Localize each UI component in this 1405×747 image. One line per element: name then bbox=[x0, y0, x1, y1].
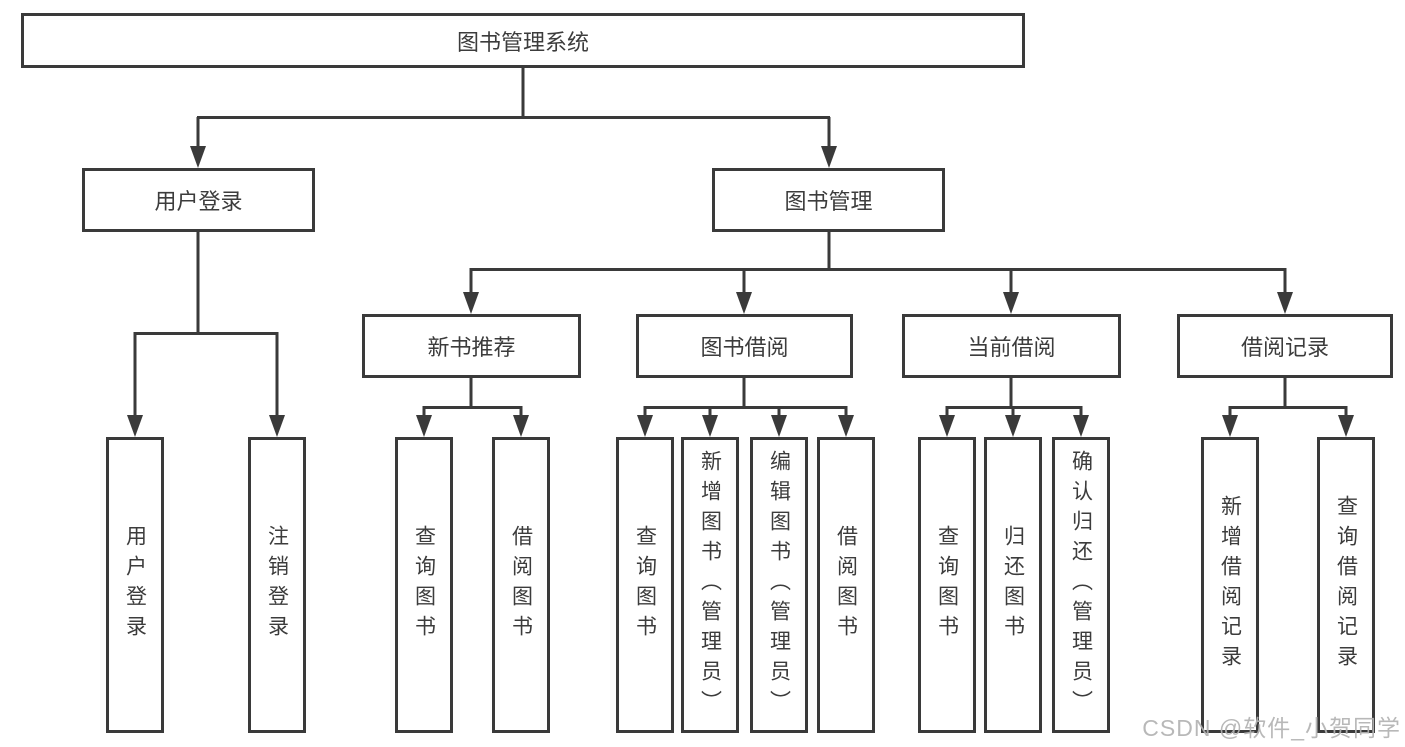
leaf-label: 查询图书 bbox=[412, 525, 436, 645]
node-label: 借阅记录 bbox=[1240, 335, 1329, 360]
node-current-borrowing: 当前借阅 bbox=[902, 314, 1121, 378]
node-label: 图书管理 bbox=[784, 189, 873, 214]
leaf-borrow-book-recommend: 借阅图书 bbox=[492, 437, 550, 733]
leaf-add-book-admin: 新增图书（管理员） bbox=[681, 437, 739, 733]
leaf-query-borrow-record: 查询借阅记录 bbox=[1317, 437, 1375, 733]
leaf-label: 编辑图书（管理员） bbox=[767, 450, 791, 720]
node-library-management-system: 图书管理系统 bbox=[21, 13, 1025, 68]
leaf-query-book-borrowing: 查询图书 bbox=[616, 437, 674, 733]
leaf-label: 查询借阅记录 bbox=[1334, 495, 1358, 675]
leaf-label: 确认归还（管理员） bbox=[1069, 450, 1093, 720]
leaf-label: 归还图书 bbox=[1001, 525, 1025, 645]
node-new-book-recommendation: 新书推荐 bbox=[362, 314, 581, 378]
leaf-query-book-current: 查询图书 bbox=[918, 437, 976, 733]
node-book-borrowing: 图书借阅 bbox=[636, 314, 853, 378]
node-label: 当前借阅 bbox=[967, 335, 1056, 360]
node-user-login: 用户登录 bbox=[82, 168, 315, 232]
node-label: 图书借阅 bbox=[700, 335, 789, 360]
leaf-query-book-recommend: 查询图书 bbox=[395, 437, 453, 733]
csdn-watermark: CSDN @软件_小贺同学 bbox=[1142, 715, 1401, 741]
leaf-borrow-book: 借阅图书 bbox=[817, 437, 875, 733]
leaf-label: 用户登录 bbox=[123, 525, 147, 645]
node-label: 新书推荐 bbox=[427, 335, 516, 360]
leaf-label: 查询图书 bbox=[633, 525, 657, 645]
leaf-label: 查询图书 bbox=[935, 525, 959, 645]
leaf-add-borrow-record: 新增借阅记录 bbox=[1201, 437, 1259, 733]
leaf-label: 注销登录 bbox=[265, 525, 289, 645]
node-label: 图书管理系统 bbox=[456, 29, 589, 55]
arrowheads bbox=[127, 146, 1354, 437]
leaf-edit-book-admin: 编辑图书（管理员） bbox=[750, 437, 808, 733]
leaf-label: 新增图书（管理员） bbox=[698, 450, 722, 720]
node-book-management: 图书管理 bbox=[712, 168, 945, 232]
leaf-user-login: 用户登录 bbox=[106, 437, 164, 733]
node-label: 用户登录 bbox=[154, 189, 243, 214]
leaf-label: 借阅图书 bbox=[834, 525, 858, 645]
leaf-logout: 注销登录 bbox=[248, 437, 306, 733]
leaf-label: 新增借阅记录 bbox=[1218, 495, 1242, 675]
leaf-label: 借阅图书 bbox=[509, 525, 533, 645]
leaf-return-book: 归还图书 bbox=[984, 437, 1042, 733]
leaf-confirm-return-admin: 确认归还（管理员） bbox=[1052, 437, 1110, 733]
node-borrowing-records: 借阅记录 bbox=[1177, 314, 1393, 378]
